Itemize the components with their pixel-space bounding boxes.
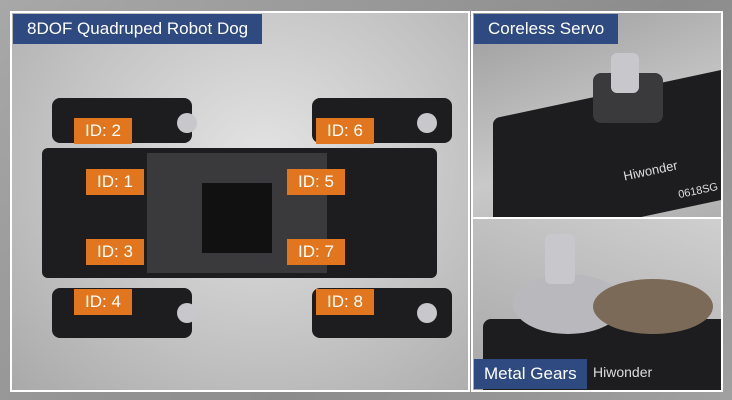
servo-id-3: ID: 3 [86,239,144,265]
servo-id-2: ID: 2 [74,118,132,144]
coreless-servo-label: Coreless Servo [474,14,619,44]
robot-dog-label: 8DOF Quadruped Robot Dog [13,14,263,44]
gears-brand: Hiwonder [593,364,653,380]
robot-dog-panel: 8DOF Quadruped Robot Dog ID: 2 ID: 6 ID:… [10,11,470,392]
servo-id-6: ID: 6 [316,118,374,144]
servo-id-1: ID: 1 [86,169,144,195]
output-gear [545,234,575,284]
servo-spline [611,53,639,93]
coreless-servo-panel: Hiwonder 0618SG Coreless Servo [471,11,723,219]
servo-id-5: ID: 5 [287,169,345,195]
servo-id-8: ID: 8 [316,289,374,315]
servo-id-4: ID: 4 [74,289,132,315]
metal-gears-label: Metal Gears [474,359,587,389]
servo-id-7: ID: 7 [287,239,345,265]
gear-right [593,279,713,334]
metal-gears-panel: Hiwonder Metal Gears [471,217,723,392]
